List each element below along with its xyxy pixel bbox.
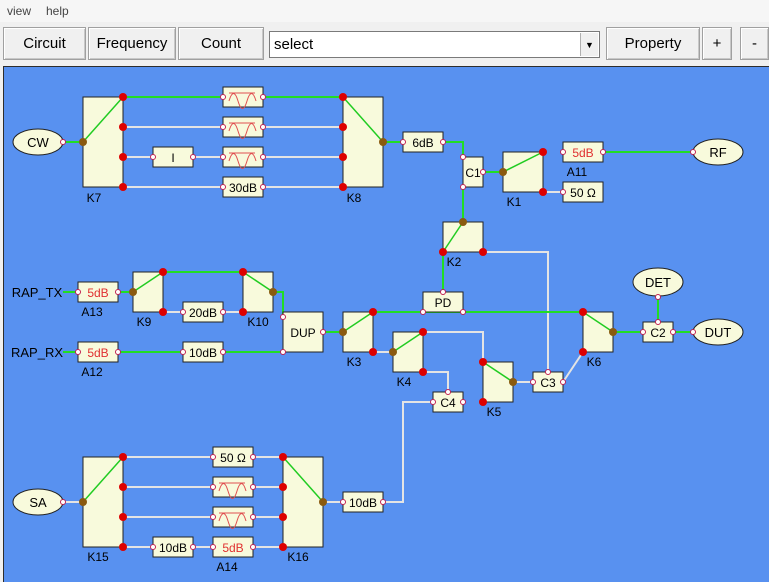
switch-throws (82, 96, 614, 503)
component-boxes (77, 86, 674, 558)
filter-wave-icon-group (218, 92, 257, 529)
switch-k6-label: K6 (587, 355, 602, 369)
switch-k10-label: K10 (247, 315, 269, 329)
terminal-rap-rx[interactable]: RAP_RX (11, 345, 63, 360)
load-50ohm-k15[interactable]: 50 Ω (220, 451, 246, 465)
count-button[interactable]: Count (178, 27, 264, 60)
component-rx-10db[interactable]: 10dB (189, 346, 217, 360)
coupler-c1[interactable]: C1 (465, 166, 481, 180)
coupler-c2[interactable]: C2 (650, 326, 666, 340)
filter-wave-icon (228, 92, 257, 109)
common-port-dots (79, 138, 617, 506)
pin-dots (60, 94, 696, 550)
attenuator-a13-label: A13 (81, 305, 103, 319)
menu-bar: view help (0, 0, 769, 23)
component-values: I 30dB 6dB C1 50 Ω 20dB 10dB DUP PD C3 C… (159, 136, 666, 555)
terminal-dut[interactable]: DUT (705, 325, 732, 340)
attenuator-a12-label: A12 (81, 365, 103, 379)
switch-k9-label: K9 (137, 315, 152, 329)
switch-k7-label: K7 (87, 191, 102, 205)
switch-k2-label: K2 (447, 255, 462, 269)
terminal-labels: CW RF DET DUT SA RAP_TX RAP_RX (11, 135, 731, 510)
load-50ohm-k1[interactable]: 50 Ω (570, 186, 596, 200)
component-6db[interactable]: 6dB (412, 136, 433, 150)
menu-view[interactable]: view (7, 4, 32, 18)
filter-wave-icon (218, 512, 247, 529)
switch-k4-label: K4 (397, 375, 412, 389)
component-20db[interactable]: 20dB (189, 306, 217, 320)
property-button[interactable]: Property (606, 27, 700, 60)
red-port-dots (119, 93, 587, 551)
attenuator-a12-value[interactable]: 5dB (87, 346, 108, 360)
select-value: select (274, 36, 314, 53)
switch-k1-label: K1 (507, 195, 522, 209)
attenuator-a13-value[interactable]: 5dB (87, 286, 108, 300)
attenuator-a14-value[interactable]: 5dB (222, 541, 243, 555)
component-k15-10db[interactable]: 10dB (159, 541, 187, 555)
switch-k8-label: K8 (347, 191, 362, 205)
component-k7-30db[interactable]: 30dB (229, 181, 257, 195)
coupler-c3[interactable]: C3 (540, 376, 556, 390)
switch-labels: K7 K8 K1 K2 K9 K10 K3 K4 K5 K6 K15 K16 A… (81, 165, 601, 574)
terminal-rf[interactable]: RF (709, 145, 726, 160)
circuit-canvas[interactable]: CW RF DET DUT SA RAP_TX RAP_RX K7 K8 K1 … (3, 66, 769, 582)
switch-k5-label: K5 (487, 405, 502, 419)
terminal-rap-tx[interactable]: RAP_TX (12, 285, 63, 300)
circuit-button[interactable]: Circuit (3, 27, 86, 60)
zoom-out-button[interactable]: - (740, 27, 769, 60)
coupler-c4[interactable]: C4 (440, 396, 456, 410)
duplexer-dup[interactable]: DUP (290, 326, 315, 340)
chevron-down-icon[interactable]: ▼ (580, 33, 598, 56)
switch-k15-label: K15 (87, 550, 109, 564)
component-i[interactable]: I (171, 151, 174, 165)
select-dropdown[interactable]: select ▼ (269, 31, 600, 58)
terminal-cw[interactable]: CW (27, 135, 49, 150)
switch-k3-label: K3 (347, 355, 362, 369)
menu-help[interactable]: help (46, 4, 69, 18)
terminal-sa[interactable]: SA (29, 495, 47, 510)
frequency-button[interactable]: Frequency (88, 27, 176, 60)
attenuator-values: 5dB 5dB 5dB 5dB (87, 146, 593, 555)
component-k16-10db[interactable]: 10dB (349, 496, 377, 510)
filter-wave-icon (228, 152, 257, 169)
circuit-diagram: CW RF DET DUT SA RAP_TX RAP_RX K7 K8 K1 … (11, 86, 744, 574)
attenuator-a14-label: A14 (216, 560, 238, 574)
power-detector-pd[interactable]: PD (435, 296, 452, 310)
zoom-in-button[interactable]: + (702, 27, 732, 60)
attenuator-a11-value[interactable]: 5dB (572, 146, 593, 160)
filter-wave-icon (228, 122, 257, 139)
filter-wave-icon (218, 482, 247, 499)
attenuator-a11-label: A11 (567, 165, 588, 179)
terminal-det[interactable]: DET (645, 275, 671, 290)
switch-k16-label: K16 (287, 550, 309, 564)
